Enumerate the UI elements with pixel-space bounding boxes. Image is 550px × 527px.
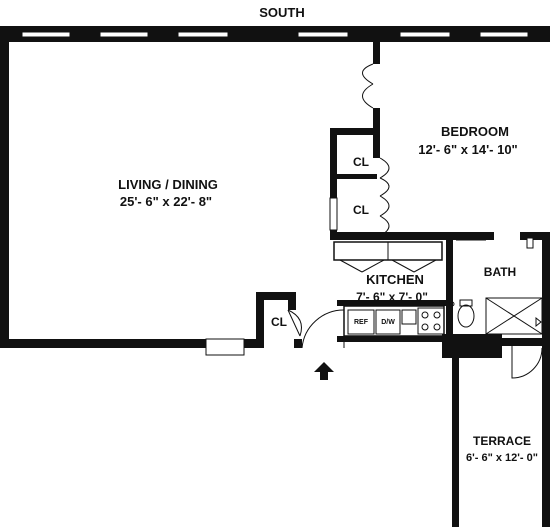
terrace-label: TERRACE 6'- 6" x 12'- 0" [466, 434, 538, 464]
bath-fixtures [449, 297, 543, 335]
south-windows [21, 31, 529, 38]
closet-label-entry: CL [271, 315, 287, 329]
bedroom-north-wall [330, 232, 550, 249]
living-room-name: LIVING / DINING [118, 177, 218, 192]
entry-closet [256, 292, 302, 348]
kitchen-label: KITCHEN 7'- 6" x 7'- 0" [356, 272, 428, 304]
kitchen-upper-cabinets [333, 241, 443, 273]
bedroom-name: BEDROOM [441, 124, 509, 139]
north-wall [0, 338, 258, 356]
closet-label-lower: CL [353, 203, 369, 217]
south-wall [0, 26, 550, 42]
terrace-walls [452, 346, 550, 527]
compass-label: SOUTH [259, 5, 305, 20]
kitchen-dims: 7'- 6" x 7'- 0" [356, 290, 428, 304]
west-wall [0, 26, 9, 348]
bath-label: BATH [484, 265, 516, 279]
entry-arrow-icon [314, 362, 334, 380]
living-room-label: LIVING / DINING 25'- 6" x 22'- 8" [118, 177, 218, 209]
kitchen-name: KITCHEN [366, 272, 424, 287]
bath-walls [442, 232, 550, 358]
terrace-dims: 6'- 6" x 12'- 0" [466, 452, 538, 464]
terrace-name: TERRACE [473, 434, 531, 448]
kitchen-counter [337, 300, 449, 342]
bedroom-label: BEDROOM 12'- 6" x 14'- 10" [418, 124, 517, 157]
refrigerator-label: REF [354, 319, 369, 326]
bedroom-dims: 12'- 6" x 14'- 10" [418, 142, 517, 157]
dishwasher-label: D/W [381, 319, 395, 326]
living-room-dims: 25'- 6" x 22'- 8" [120, 194, 212, 209]
closet-label-upper: CL [353, 155, 369, 169]
bedroom-partition [329, 42, 390, 238]
